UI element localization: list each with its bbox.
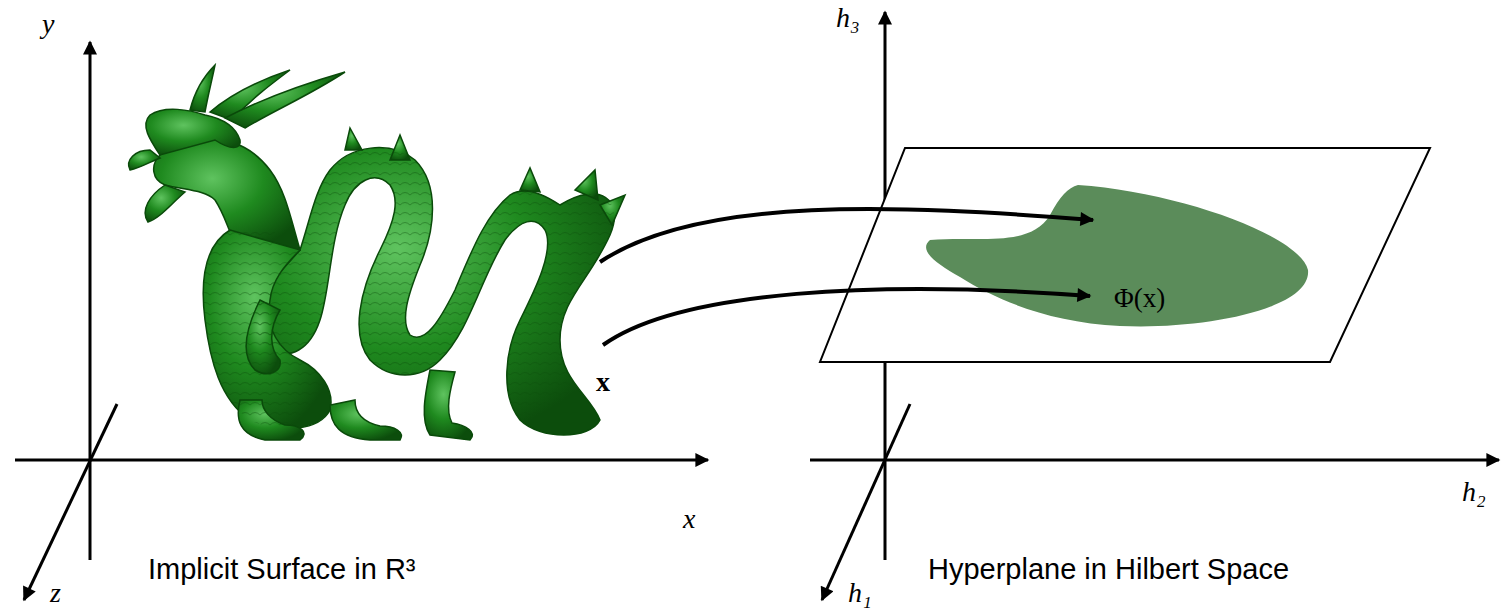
point-label: x — [596, 368, 610, 396]
axis-label: x — [683, 505, 695, 533]
axis-label: h₁ — [848, 579, 872, 607]
axis-label: h₂ — [1462, 478, 1486, 506]
axis-label: y — [42, 10, 54, 38]
panel-caption: Implicit Surface in R³ — [148, 555, 416, 584]
panel-caption: Hyperplane in Hilbert Space — [928, 555, 1289, 584]
axis-label: h₃ — [836, 4, 860, 32]
axis-label: z — [50, 579, 61, 607]
mapped-point-label: Φ(x) — [1114, 285, 1165, 312]
